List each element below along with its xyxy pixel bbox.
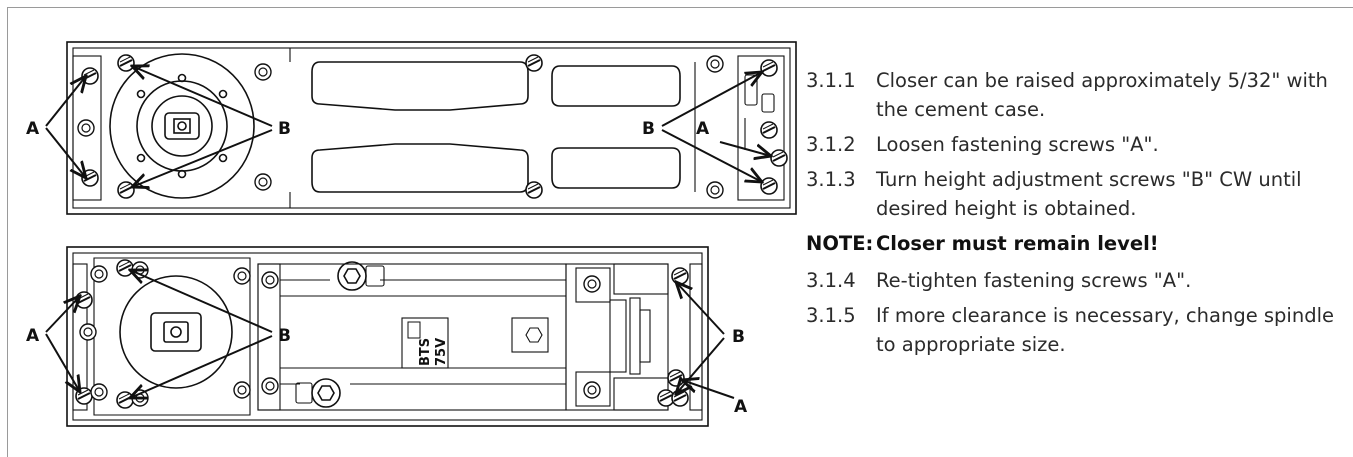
bottom-label-a-right: A bbox=[734, 397, 748, 417]
note-text: Closer must remain level! bbox=[876, 232, 1159, 255]
bottom-label-a-left: A bbox=[26, 326, 40, 346]
bottom-leader-lines bbox=[45, 270, 735, 398]
top-label-b-right: B bbox=[642, 119, 655, 139]
step-text: Turn height adjustment screws "B" CW unt… bbox=[876, 168, 1302, 220]
bottom-spindle-housing bbox=[119, 275, 233, 389]
instruction-steps: 3.1.1 Closer can be raised approximately… bbox=[806, 66, 1336, 365]
bottom-product-label-line2: 75V bbox=[434, 338, 449, 366]
top-label-a-left: A bbox=[26, 119, 40, 139]
step-number: 3.1.3 bbox=[806, 168, 856, 191]
top-label-a-right: A bbox=[696, 119, 710, 139]
top-leader-lines bbox=[45, 66, 771, 187]
step-item: 3.1.3 Turn height adjustment screws "B" … bbox=[806, 165, 1336, 223]
step-number: 3.1.4 bbox=[806, 269, 856, 292]
step-item: 3.1.1 Closer can be raised approximately… bbox=[806, 66, 1336, 124]
note: NOTE: Closer must remain level! bbox=[806, 229, 1336, 258]
bottom-label-b-left: B bbox=[278, 326, 291, 346]
top-adjustment-screws bbox=[117, 54, 778, 199]
bottom-closer-drawing bbox=[66, 246, 709, 427]
top-spindle-housing bbox=[109, 53, 255, 199]
top-label-b-left: B bbox=[278, 119, 291, 139]
top-closer-drawing bbox=[66, 41, 797, 215]
step-item: 3.1.4 Re-tighten fastening screws "A". bbox=[806, 266, 1336, 295]
page-frame bbox=[7, 7, 1353, 457]
diagram-canvas: A B B A bbox=[26, 41, 797, 427]
note-label: NOTE: bbox=[806, 232, 874, 255]
step-item: 3.1.2 Loosen fastening screws "A". bbox=[806, 130, 1336, 159]
step-text: Closer can be raised approximately 5/32"… bbox=[876, 69, 1328, 121]
step-number: 3.1.1 bbox=[806, 69, 856, 92]
step-text: Loosen fastening screws "A". bbox=[876, 133, 1159, 156]
step-number: 3.1.5 bbox=[806, 304, 856, 327]
bottom-label-b-right: B bbox=[732, 327, 745, 347]
bottom-product-label-line1: BTS bbox=[418, 338, 433, 366]
step-text: Re-tighten fastening screws "A". bbox=[876, 269, 1192, 292]
top-fastening-screws bbox=[81, 67, 788, 195]
step-number: 3.1.2 bbox=[806, 133, 856, 156]
step-item: 3.1.5 If more clearance is necessary, ch… bbox=[806, 301, 1336, 359]
step-text: If more clearance is necessary, change s… bbox=[876, 304, 1334, 356]
